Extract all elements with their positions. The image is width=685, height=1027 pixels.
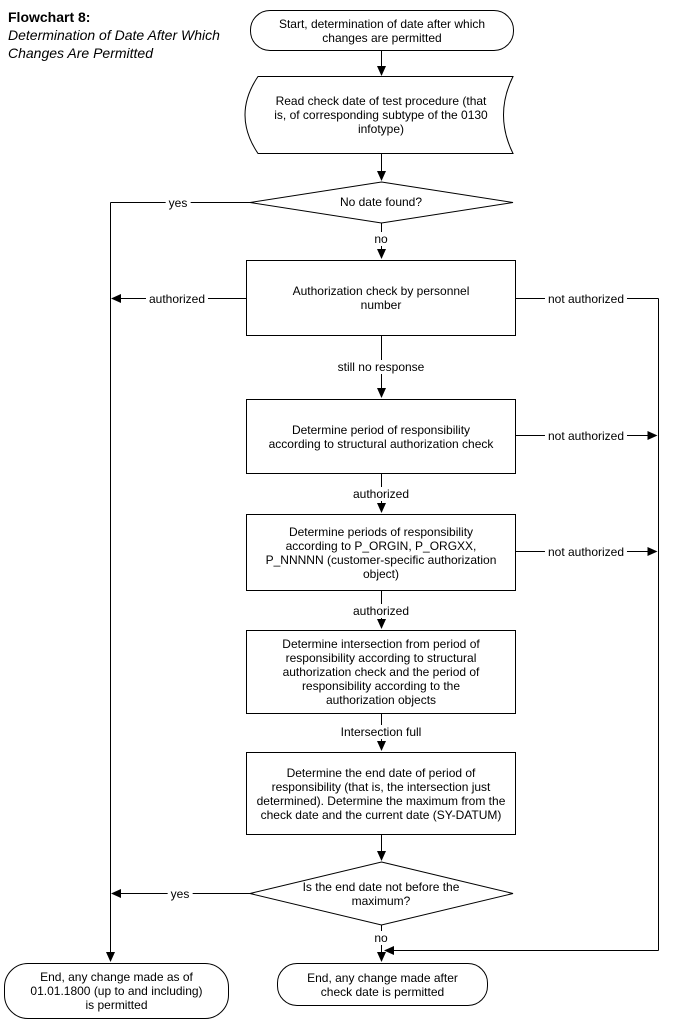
- node-determine-period: Determine period of responsibility accor…: [246, 399, 516, 474]
- edge-label-not-authorized-2: not authorized: [544, 429, 628, 443]
- arrow-into-end-right: [377, 952, 386, 962]
- arrow-notauth2-into-rail: [647, 431, 658, 440]
- node-read-check-date-text: Read check date of test procedure (that …: [274, 94, 488, 136]
- edge-label-no-bottom: no: [371, 931, 391, 945]
- arrow-into-decision2: [377, 851, 386, 861]
- arrow-into-rect5: [377, 741, 386, 751]
- edge-label-not-authorized-3: not authorized: [544, 545, 628, 559]
- edge-label-authorized-left: authorized: [145, 292, 209, 306]
- arrow-rail-into-no-line: [384, 946, 394, 955]
- decision-diamond-2: [249, 861, 514, 926]
- edge-label-yes-top: yes: [165, 196, 191, 210]
- node-end-1800-terminal: End, any change made as of 01.01.1800 (u…: [4, 963, 229, 1019]
- node-no-date-found-text: No date found?: [339, 195, 423, 209]
- title-heading: Flowchart 8:: [8, 9, 91, 25]
- node-end-after-check-terminal: End, any change made after check date is…: [277, 963, 488, 1006]
- edge-label-intersection-full: Intersection full: [337, 725, 425, 739]
- arrow-notauth3-into-rail: [647, 547, 658, 556]
- arrow-into-rect3: [377, 503, 386, 513]
- title-subtitle: Determination of Date After Which Change…: [8, 27, 220, 61]
- edge-label-no-top: no: [371, 232, 391, 246]
- node-determine-intersection: Determine intersection from period of re…: [246, 630, 516, 714]
- node-end-date-decision-text: Is the end date not before the maximum?: [302, 879, 460, 908]
- arrow-into-rect1: [377, 249, 386, 259]
- arrow-into-rect2: [377, 388, 386, 398]
- node-authorization-check: Authorization check by personnel number: [246, 260, 516, 336]
- arrow-into-rect4: [377, 619, 386, 629]
- edge-label-yes-bottom: yes: [167, 887, 193, 901]
- edge-label-still-no-response: still no response: [334, 360, 428, 374]
- stored-data-shape: [244, 76, 514, 154]
- node-determine-periods-objects: Determine periods of responsibility acco…: [246, 514, 516, 591]
- node-start-terminal: Start, determination of date after which…: [250, 10, 514, 51]
- edge-label-not-authorized-1: not authorized: [544, 292, 628, 306]
- arrow-into-end-left: [106, 952, 115, 962]
- title-block: Flowchart 8: Determination of Date After…: [8, 8, 248, 62]
- arrow-authorized-into-rail: [111, 294, 121, 303]
- edge-label-authorized-3: authorized: [349, 604, 413, 618]
- arrow-into-decision1: [377, 171, 386, 181]
- edge-label-authorized-2: authorized: [349, 487, 413, 501]
- arrow-yes-bottom-into-rail: [111, 889, 121, 898]
- node-determine-end-date: Determine the end date of period of resp…: [246, 752, 516, 835]
- arrow-into-read: [377, 66, 386, 76]
- decision-diamond-1: [249, 181, 514, 224]
- arrowheads: [106, 66, 658, 962]
